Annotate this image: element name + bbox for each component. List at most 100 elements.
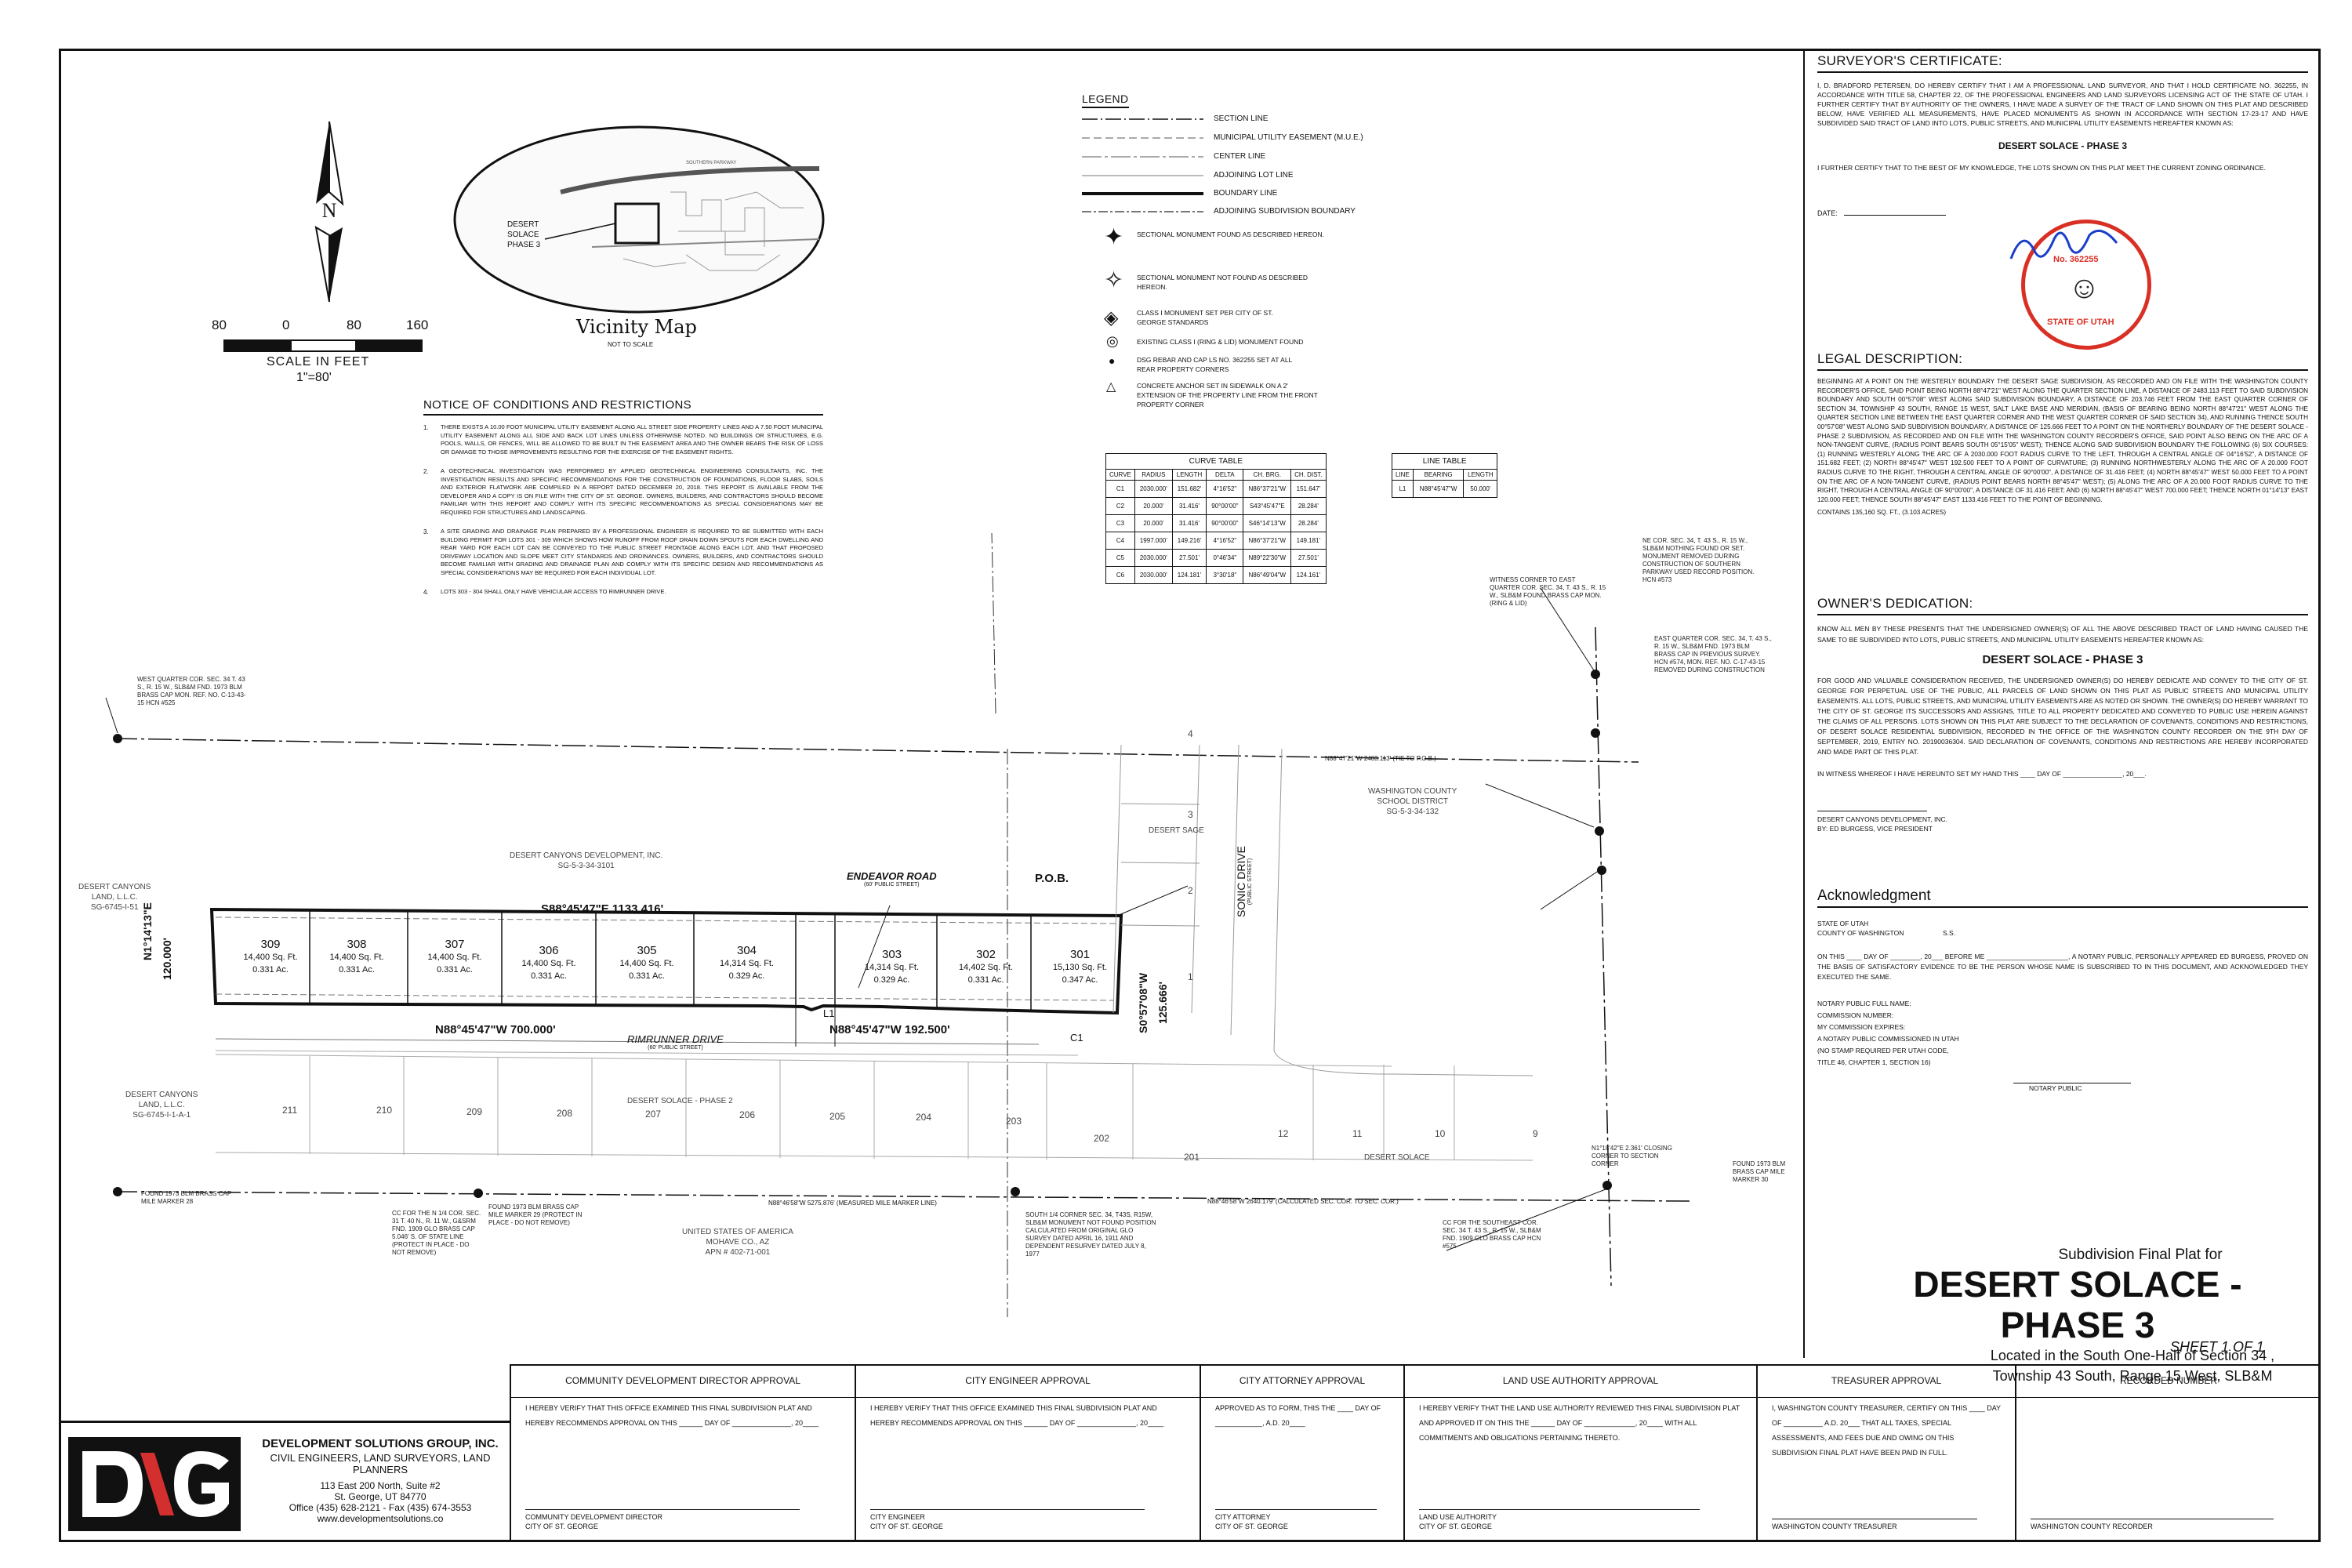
lot-number: 308: [347, 938, 367, 951]
notice-rule: [423, 414, 823, 416]
lot-acres: 0.331 Ac.: [967, 975, 1004, 985]
lot-area: 14,400 Sq. Ft.: [243, 953, 298, 962]
seal-state: STATE OF UTAH: [2047, 318, 2114, 327]
lot-301[interactable]: 301 15,130 Sq. Ft. 0.347 Ac.: [1035, 949, 1125, 986]
curve-table-header: RADIUS: [1134, 469, 1173, 481]
curve-table-cell: 20.000': [1134, 497, 1173, 515]
approval-signature: WASHINGTON COUNTY RECORDER: [2031, 1519, 2274, 1531]
north-arrow: N: [294, 118, 365, 306]
surveyor-title: SURVEYOR'S CERTIFICATE:: [1817, 53, 2002, 68]
surveyor-seal: No. 362255 ☺ STATE OF UTAH: [2021, 220, 2151, 350]
lot-308[interactable]: 308 14,400 Sq. Ft. 0.331 Ac.: [314, 938, 400, 976]
legend-symbol-text: SECTIONAL MONUMENT FOUND AS DESCRIBED HE…: [1137, 230, 1324, 238]
vicinity-title: Vicinity Map: [576, 316, 697, 338]
adj-lot: 11: [1352, 1128, 1363, 1139]
lot-305[interactable]: 305 14,400 Sq. Ft. 0.331 Ac.: [604, 945, 690, 982]
north-boundary-bearing: S88°45'47"E 1133.416': [541, 902, 664, 916]
existing-monument-icon: ◎: [1106, 333, 1119, 349]
north-arrow-icon: [314, 121, 344, 303]
company-web[interactable]: www.developmentsolutions.co: [317, 1513, 444, 1524]
curve-table-cell: C6: [1105, 566, 1135, 584]
curve-table-cell: C2: [1105, 497, 1135, 515]
surveyor-date: DATE:: [1817, 209, 2308, 217]
lot-area: 14,314 Sq. Ft.: [864, 963, 920, 972]
ack-field: COMMISSION NUMBER:: [1817, 1011, 1894, 1019]
usa-parcel-label: UNITED STATES OF AMERICA MOHAVE CO., AZ …: [682, 1228, 793, 1257]
legend-symbol-text: CONCRETE ANCHOR SET IN SIDEWALK ON A 2' …: [1137, 382, 1318, 408]
lot-number: 303: [881, 948, 902, 961]
ack-field: MY COMMISSION EXPIRES:: [1817, 1023, 1906, 1031]
approval-sig-org: CITY OF ST. GEORGE: [1419, 1523, 1492, 1530]
right-column-divider: [1803, 49, 1805, 1358]
scale-bar-graphic: [223, 339, 423, 352]
curve-table-cell: C3: [1105, 514, 1135, 532]
lot-307[interactable]: 307 14,400 Sq. Ft. 0.331 Ac.: [412, 938, 498, 976]
legend: LEGEND SECTION LINE MUNICIPAL UTILITY EA…: [1082, 93, 1474, 422]
adj-lot: 209: [466, 1106, 483, 1117]
owner-desert-canyons-llc: DESERT CANYONS LAND, L.L.C. SG-6745-I-51: [78, 883, 151, 912]
owners-dedication: OWNER'S DEDICATION: KNOW ALL MEN BY THES…: [1817, 596, 2308, 833]
approval-sig-title: CITY ENGINEER: [870, 1513, 925, 1521]
section-line-east: [1595, 626, 1612, 1287]
lot-number: 302: [975, 948, 996, 961]
legend-rule: [1082, 107, 1129, 108]
title-pre: Subdivision Final Plat for: [2058, 1247, 2223, 1263]
lot-number: 306: [539, 944, 559, 957]
approval-head: LAND USE AUTHORITY APPROVAL: [1405, 1364, 1756, 1398]
rebar-cap-icon: ●: [1109, 354, 1116, 367]
curve-table-cell: N86°37'21"W: [1243, 480, 1292, 498]
line-table-cell: 50.000': [1463, 480, 1498, 498]
surveyor-subdivision-name: DESERT SOLACE - PHASE 3: [1998, 140, 2128, 151]
lot-306[interactable]: 306 14,400 Sq. Ft. 0.331 Ac.: [506, 945, 592, 982]
east-boundary-bearing: S0°57'08"W: [1137, 972, 1149, 1033]
vicinity-site-label: DESERT SOLACE PHASE 3: [507, 220, 540, 250]
north-letter: N: [321, 199, 337, 222]
calculated-line: N88°46'58"W 2640.179' (CALCULATED SEC. C…: [1207, 1198, 1399, 1205]
notice-item: 1. THERE EXISTS A 10.00 FOOT MUNICIPAL U…: [423, 423, 823, 456]
notice-item: 4. LOTS 303 - 304 SHALL ONLY HAVE VEHICU…: [423, 588, 823, 597]
line-table-cell: N88°45'47"W: [1412, 480, 1465, 498]
lot-acres: 0.331 Ac.: [437, 965, 473, 975]
owner-desert-canyons-dev: DESERT CANYONS DEVELOPMENT, INC. SG-5-3-…: [510, 851, 662, 871]
lot-303[interactable]: 303 14,314 Sq. Ft. 0.329 Ac.: [847, 949, 937, 986]
lot-302[interactable]: 302 14,402 Sq. Ft. 0.331 Ac.: [941, 949, 1031, 986]
scale-tick-label: 0: [282, 318, 290, 332]
legend-symbol-text: EXISTING CLASS I (RING & LID) MONUMENT F…: [1137, 338, 1304, 346]
notice-item: 2. A GEOTECHNICAL INVESTIGATION WAS PERF…: [423, 467, 823, 517]
ack-title: Acknowledgment: [1817, 887, 1931, 904]
rimrunner-drive-sub: (60' PUBLIC STREET): [648, 1045, 703, 1051]
lot-304[interactable]: 304 14,314 Sq. Ft. 0.329 Ac.: [702, 945, 792, 982]
sage-lot: 4: [1188, 728, 1193, 739]
approval-sig-org: CITY OF ST. GEORGE: [870, 1523, 943, 1530]
adj-lot: 201: [1184, 1152, 1200, 1163]
tie-line-n: [991, 533, 996, 714]
scale-bar: 80 0 80 160 SCALE IN FEET 1"=80': [212, 318, 447, 396]
title-loc2: Township 43 South, Range 15 West, SLB&M: [1992, 1368, 2273, 1384]
adj-lot: 206: [739, 1109, 756, 1120]
notice-text: LOTS 303 - 304 SHALL ONLY HAVE VEHICULAR…: [441, 588, 666, 595]
company-block: DEVELOPMENT SOLUTIONS GROUP, INC. CIVIL …: [59, 1421, 510, 1542]
line-table-header: BEARING: [1412, 469, 1465, 481]
approval-recorded-number: RECORDED NUMBER WASHINGTON COUNTY RECORD…: [2015, 1364, 2321, 1542]
lot-area: 14,400 Sq. Ft.: [329, 953, 384, 962]
line-table-header: LENGTH: [1463, 469, 1498, 481]
curve-table-title: CURVE TABLE: [1105, 453, 1327, 470]
approval-head: TREASURER APPROVAL: [1758, 1364, 2015, 1398]
owners-company: DESERT CANYONS DEVELOPMENT, INC.: [1817, 815, 1947, 823]
pob-label: P.O.B.: [1035, 872, 1069, 885]
class-i-monument-icon: ◈: [1104, 307, 1119, 328]
rimrunner-drive-name: RIMRUNNER DRIVE: [627, 1033, 724, 1045]
lot-309[interactable]: 309 14,400 Sq. Ft. 0.331 Ac.: [227, 938, 314, 976]
surveyor-rule: [1817, 71, 2308, 73]
company-addr2: St. George, UT 84770: [334, 1491, 426, 1502]
monument-note: N1°18'42"E 2.361' CLOSING CORNER TO SECT…: [1592, 1145, 1672, 1167]
surveyor-text: I, D. BRADFORD PETERSEN, DO HEREBY CERTI…: [1817, 82, 2308, 127]
ack-state: STATE OF UTAH: [1817, 920, 1869, 927]
endeavor-road-name: ENDEAVOR ROAD: [847, 870, 937, 882]
approval-body: I, WASHINGTON COUNTY TREASURER, CERTIFY …: [1772, 1404, 2001, 1457]
monument-found-icon: ✦: [1104, 224, 1124, 250]
school-district-label: WASHINGTON COUNTY SCHOOL DISTRICT SG-5-3…: [1368, 787, 1457, 816]
